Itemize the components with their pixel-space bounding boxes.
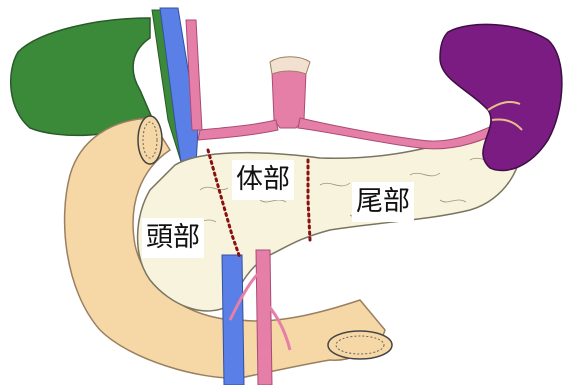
- duodenum-lumen-top: [138, 116, 162, 164]
- superior-mesenteric-artery: [256, 250, 272, 385]
- gallbladder-shape: [11, 18, 152, 135]
- jejunum-lumen: [328, 331, 392, 359]
- label-body: 体部: [232, 160, 294, 200]
- label-tail: 尾部: [352, 182, 414, 222]
- aorta-stub: [270, 57, 310, 74]
- label-head: 頭部: [142, 218, 204, 258]
- superior-mesenteric-vein: [222, 255, 244, 385]
- hepatic-artery: [198, 120, 278, 140]
